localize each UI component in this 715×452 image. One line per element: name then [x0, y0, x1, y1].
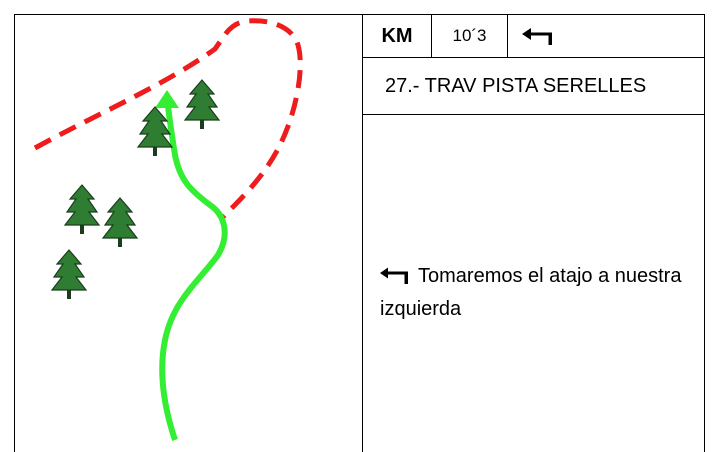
pine-tree — [101, 197, 139, 247]
frame-right-border — [704, 14, 705, 452]
route-map-canvas — [33, 18, 303, 441]
km-cell-divider — [431, 14, 432, 58]
description-text: Tomaremos el atajo a nuestra izquierda — [380, 265, 682, 320]
frame-left-border — [14, 14, 15, 452]
pine-tree — [50, 249, 88, 299]
trail-direction-arrowhead — [155, 90, 179, 108]
turn-left-arrow-icon — [380, 267, 408, 284]
value-cell-divider — [507, 14, 508, 58]
description-block: Tomaremos el atajo a nuestra izquierda — [380, 260, 695, 326]
pine-tree — [183, 79, 221, 129]
pine-tree — [136, 106, 174, 156]
description-cell: Tomaremos el atajo a nuestra izquierda — [363, 115, 704, 452]
waypoint-title: 27.- TRAV PISTA SERELLES — [385, 74, 647, 97]
km-label: KM — [381, 24, 413, 47]
frame-top-border — [14, 14, 705, 15]
km-value: 10´3 — [452, 26, 487, 45]
map-column-divider — [362, 14, 363, 452]
pine-tree — [63, 184, 101, 234]
direction-cell — [508, 15, 704, 57]
waypoint-title-cell: 27.- TRAV PISTA SERELLES — [363, 58, 704, 114]
header-row-divider — [362, 57, 705, 58]
trail-line — [159, 94, 228, 441]
route-map-sketch — [15, 15, 362, 452]
title-row-divider — [362, 114, 705, 115]
turn-left-arrow-icon — [522, 28, 552, 45]
